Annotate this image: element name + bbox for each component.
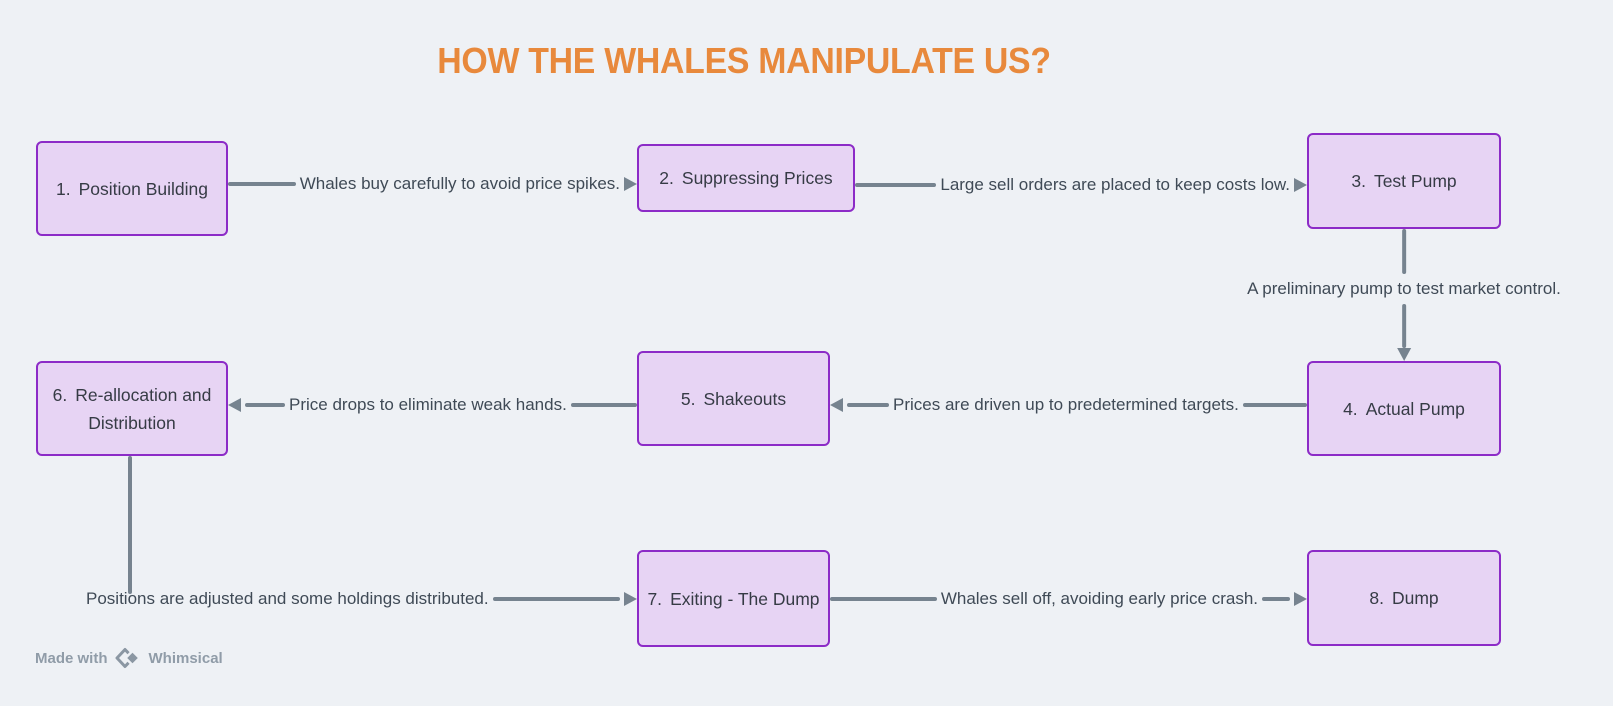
connector-line — [245, 403, 285, 407]
connector-line — [492, 597, 620, 601]
node-test-pump[interactable]: 3.Test Pump — [1307, 133, 1501, 229]
node-label: 3.Test Pump — [1351, 171, 1457, 191]
connector-line — [228, 182, 296, 186]
node-exiting-the-dump[interactable]: 7.Exiting - The Dump — [637, 550, 830, 647]
arrowhead-down-icon — [1397, 348, 1411, 361]
connector-line — [570, 403, 637, 407]
edge-label: Positions are adjusted and some holdings… — [86, 589, 489, 608]
edge-label: Whales buy carefully to avoid price spik… — [299, 174, 620, 193]
edge-7-8: Whales sell off, avoiding early price cr… — [830, 589, 1307, 609]
connector-line — [1242, 403, 1307, 407]
edge-1-2: Whales buy carefully to avoid price spik… — [228, 174, 637, 194]
node-label: 6.Re-allocation and Distribution — [52, 384, 212, 433]
node-label: 1.Position Building — [56, 178, 208, 199]
edge-label: A preliminary pump to test market contro… — [1247, 278, 1561, 298]
edge-label: Whales sell off, avoiding early price cr… — [940, 589, 1258, 608]
node-reallocation-distribution[interactable]: 6.Re-allocation and Distribution — [36, 361, 228, 456]
arrowhead-left-icon — [228, 398, 241, 412]
whimsical-logo-icon — [115, 648, 141, 668]
connector-line — [1262, 597, 1290, 601]
arrowhead-right-icon — [624, 177, 637, 191]
node-shakeouts[interactable]: 5.Shakeouts — [637, 351, 830, 446]
node-dump[interactable]: 8.Dump — [1307, 550, 1501, 646]
arrowhead-right-icon — [1294, 178, 1307, 192]
edge-label: Price drops to eliminate weak hands. — [289, 395, 567, 414]
node-label: 4.Actual Pump — [1343, 398, 1465, 419]
made-with-label: Made with — [35, 649, 108, 667]
connector-line — [847, 403, 889, 407]
connector-line — [1402, 229, 1406, 274]
edge-4-5: Prices are driven up to predetermined ta… — [830, 395, 1307, 415]
edge-3-4: A preliminary pump to test market contro… — [1247, 229, 1561, 361]
node-suppressing-prices[interactable]: 2.Suppressing Prices — [637, 144, 855, 212]
node-label: 7.Exiting - The Dump — [647, 588, 820, 609]
connector-line — [830, 597, 937, 601]
made-with-whimsical-link[interactable]: Made with Whimsical — [35, 647, 223, 669]
whimsical-brand-label: Whimsical — [148, 649, 223, 667]
node-label: 2.Suppressing Prices — [659, 168, 833, 188]
node-position-building[interactable]: 1.Position Building — [36, 141, 228, 236]
edge-6-7: Positions are adjusted and some holdings… — [86, 589, 637, 609]
node-label: 8.Dump — [1369, 588, 1439, 608]
node-actual-pump[interactable]: 4.Actual Pump — [1307, 361, 1501, 456]
arrowhead-right-icon — [1294, 592, 1307, 606]
page-title: HOW THE WHALES MANIPULATE US? — [437, 40, 1051, 81]
edge-5-6: Price drops to eliminate weak hands. — [228, 395, 637, 415]
node-label: 5.Shakeouts — [680, 388, 787, 409]
connector-line — [1402, 303, 1406, 348]
edge-label: Prices are driven up to predetermined ta… — [893, 395, 1239, 414]
connector-line — [128, 456, 132, 594]
arrowhead-left-icon — [830, 398, 843, 412]
edge-2-3: Large sell orders are placed to keep cos… — [855, 175, 1307, 195]
connector-line — [855, 183, 937, 187]
arrowhead-right-icon — [624, 592, 637, 606]
edge-label: Large sell orders are placed to keep cos… — [940, 175, 1290, 194]
